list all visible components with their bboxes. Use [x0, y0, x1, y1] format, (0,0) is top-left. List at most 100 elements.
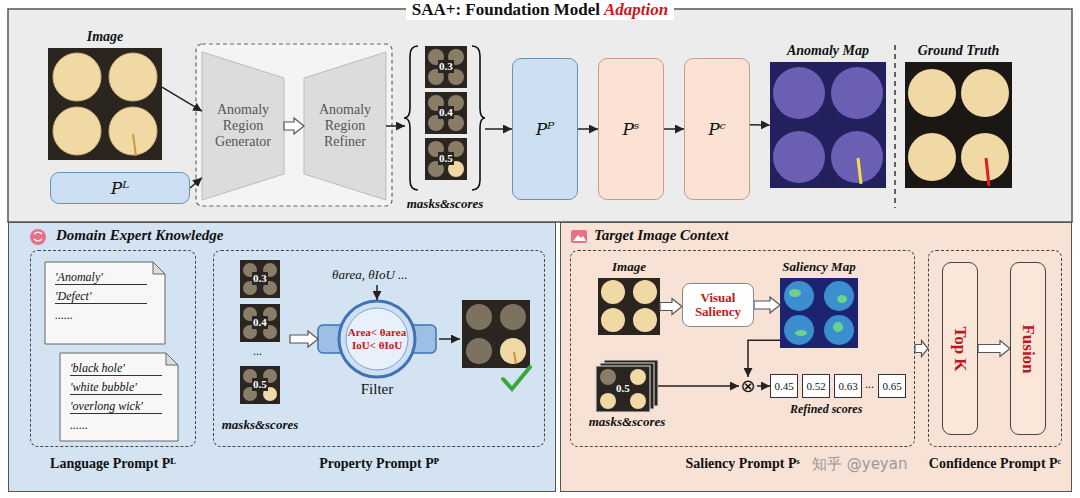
ground-truth-image: [908, 69, 956, 117]
mask-stack: [596, 366, 650, 412]
filtered-result: [466, 338, 492, 364]
ground-truth-image: [986, 158, 989, 186]
filtered-result: [466, 304, 492, 330]
hollow-arrow: [660, 299, 682, 315]
input-image: [601, 308, 625, 332]
node-text: 0.63: [838, 380, 857, 392]
input-image: [133, 134, 136, 156]
connector-arrow: [190, 178, 202, 188]
ground-truth-image: [905, 62, 1012, 188]
prompt-box: Pᴾ: [512, 58, 578, 200]
saliency-image: [780, 278, 858, 348]
score-cell: 0.52: [802, 374, 830, 398]
panel-ground: [8, 9, 1072, 222]
header-icon: [30, 229, 46, 245]
saliency-image: [837, 295, 847, 303]
ground-truth-image: [905, 62, 1012, 188]
leader-arrow: [439, 338, 460, 340]
node-text: 0.45: [774, 380, 793, 392]
filtered-result: [500, 338, 526, 364]
saliency-image: [784, 281, 814, 311]
anomaly-map-image: [773, 131, 825, 183]
annotation: 知乎 @yeyan: [812, 455, 907, 474]
mask-thumbnail: [240, 304, 280, 342]
filter-symbol: [346, 308, 408, 370]
annotation: θarea, θIoU ...: [332, 267, 408, 283]
connector-arrow: [748, 340, 780, 377]
annotation: 0.3: [438, 60, 454, 73]
panel-ground: [8, 222, 556, 492]
node-text: masks&scores: [407, 196, 484, 212]
saliency-image: [824, 281, 854, 311]
connector-arrow: [750, 124, 770, 126]
mask-thumbnail: [240, 260, 280, 404]
annotation: 0.5: [615, 382, 631, 395]
mask-stack: [596, 360, 658, 412]
node-text: Fusion: [1018, 324, 1038, 373]
text-stack: ⊗: [739, 377, 757, 395]
annotation: 0.3: [252, 272, 268, 285]
connector-arrow: [386, 125, 405, 127]
annotation: 0.5: [252, 378, 268, 391]
diagram-title: SAA+: Foundation Model: [406, 0, 604, 20]
image-panel: Image: [48, 48, 162, 160]
input-image: [633, 280, 657, 304]
document-icon: [153, 262, 165, 274]
node-text: Target Image Context: [594, 227, 728, 244]
input-image: [601, 280, 625, 304]
text-stack: 0.52: [803, 375, 829, 397]
process-bar: Top K: [942, 262, 978, 435]
node-text: Top K: [950, 326, 970, 371]
input-image: [109, 53, 157, 101]
saliency-map: Saliency Map: [780, 278, 858, 348]
connector-arrow: [658, 385, 739, 387]
multiply-symbol: ⊗: [739, 377, 757, 395]
node-text: Ground Truth: [918, 43, 1000, 59]
text-stack: Pˢ: [599, 59, 663, 199]
node-text: Anomaly Map: [787, 43, 869, 59]
score-cell: 0.45: [770, 374, 798, 398]
node-text: Anomaly Region Refiner: [304, 102, 386, 150]
hollow-arrow: [978, 341, 1010, 357]
document-icon: 'black hole''white bubble''overlong wick…: [60, 353, 178, 441]
dashed-container: [304, 52, 386, 200]
input-image: [53, 107, 101, 155]
node-text: 'overlong wick': [70, 399, 162, 414]
filtered-result: [500, 304, 526, 330]
process-bar: Fusion: [1010, 262, 1046, 435]
node-text: masks&scores: [222, 417, 299, 433]
node-text: IoU< θIoU: [352, 339, 402, 352]
header-icon: [34, 232, 42, 241]
saliency-image: [789, 289, 801, 297]
mask-thumbnail: [425, 46, 467, 180]
node-text: Image: [87, 29, 124, 45]
connector-arrow: [485, 128, 512, 130]
node-text: Property Prompt Pᴾ: [319, 456, 439, 472]
node-text: 'Defect': [55, 289, 147, 304]
connector-arrow: [664, 128, 684, 130]
node-text: 0.52: [806, 380, 825, 392]
dashed-container: [196, 44, 392, 206]
node-text: ⊗: [740, 377, 755, 395]
document-icon: [60, 353, 178, 441]
document-icon: 'Anomaly''Defect'......: [45, 262, 165, 344]
brace: [472, 46, 485, 190]
node-text: Area< θarea: [348, 326, 406, 339]
saliency-image: [784, 315, 814, 345]
panel-ground: [8, 9, 1072, 492]
header-icon: [571, 230, 587, 243]
prompt-group: Language Prompt Pᴸ'Anomaly''Defect'.....…: [30, 250, 196, 447]
text-stack: 'Anomaly''Defect'......: [45, 262, 165, 344]
text-stack: Visual Saliency: [683, 284, 753, 326]
filter-symbol: [339, 301, 415, 377]
hollow-arrow: [754, 297, 780, 313]
brace: [404, 46, 485, 190]
connector-arrow: [757, 385, 770, 387]
anomaly-map: Anomaly Map: [770, 62, 886, 188]
prompt-box: Pᶜ: [684, 58, 750, 200]
node-text: masks&scores: [589, 414, 666, 430]
text-stack: Anomaly Region Refiner: [304, 52, 386, 200]
text-stack: Pᶜ: [685, 59, 749, 199]
hollow-arrow: [915, 341, 928, 357]
refiner-block: Anomaly Region Refiner: [304, 52, 386, 200]
